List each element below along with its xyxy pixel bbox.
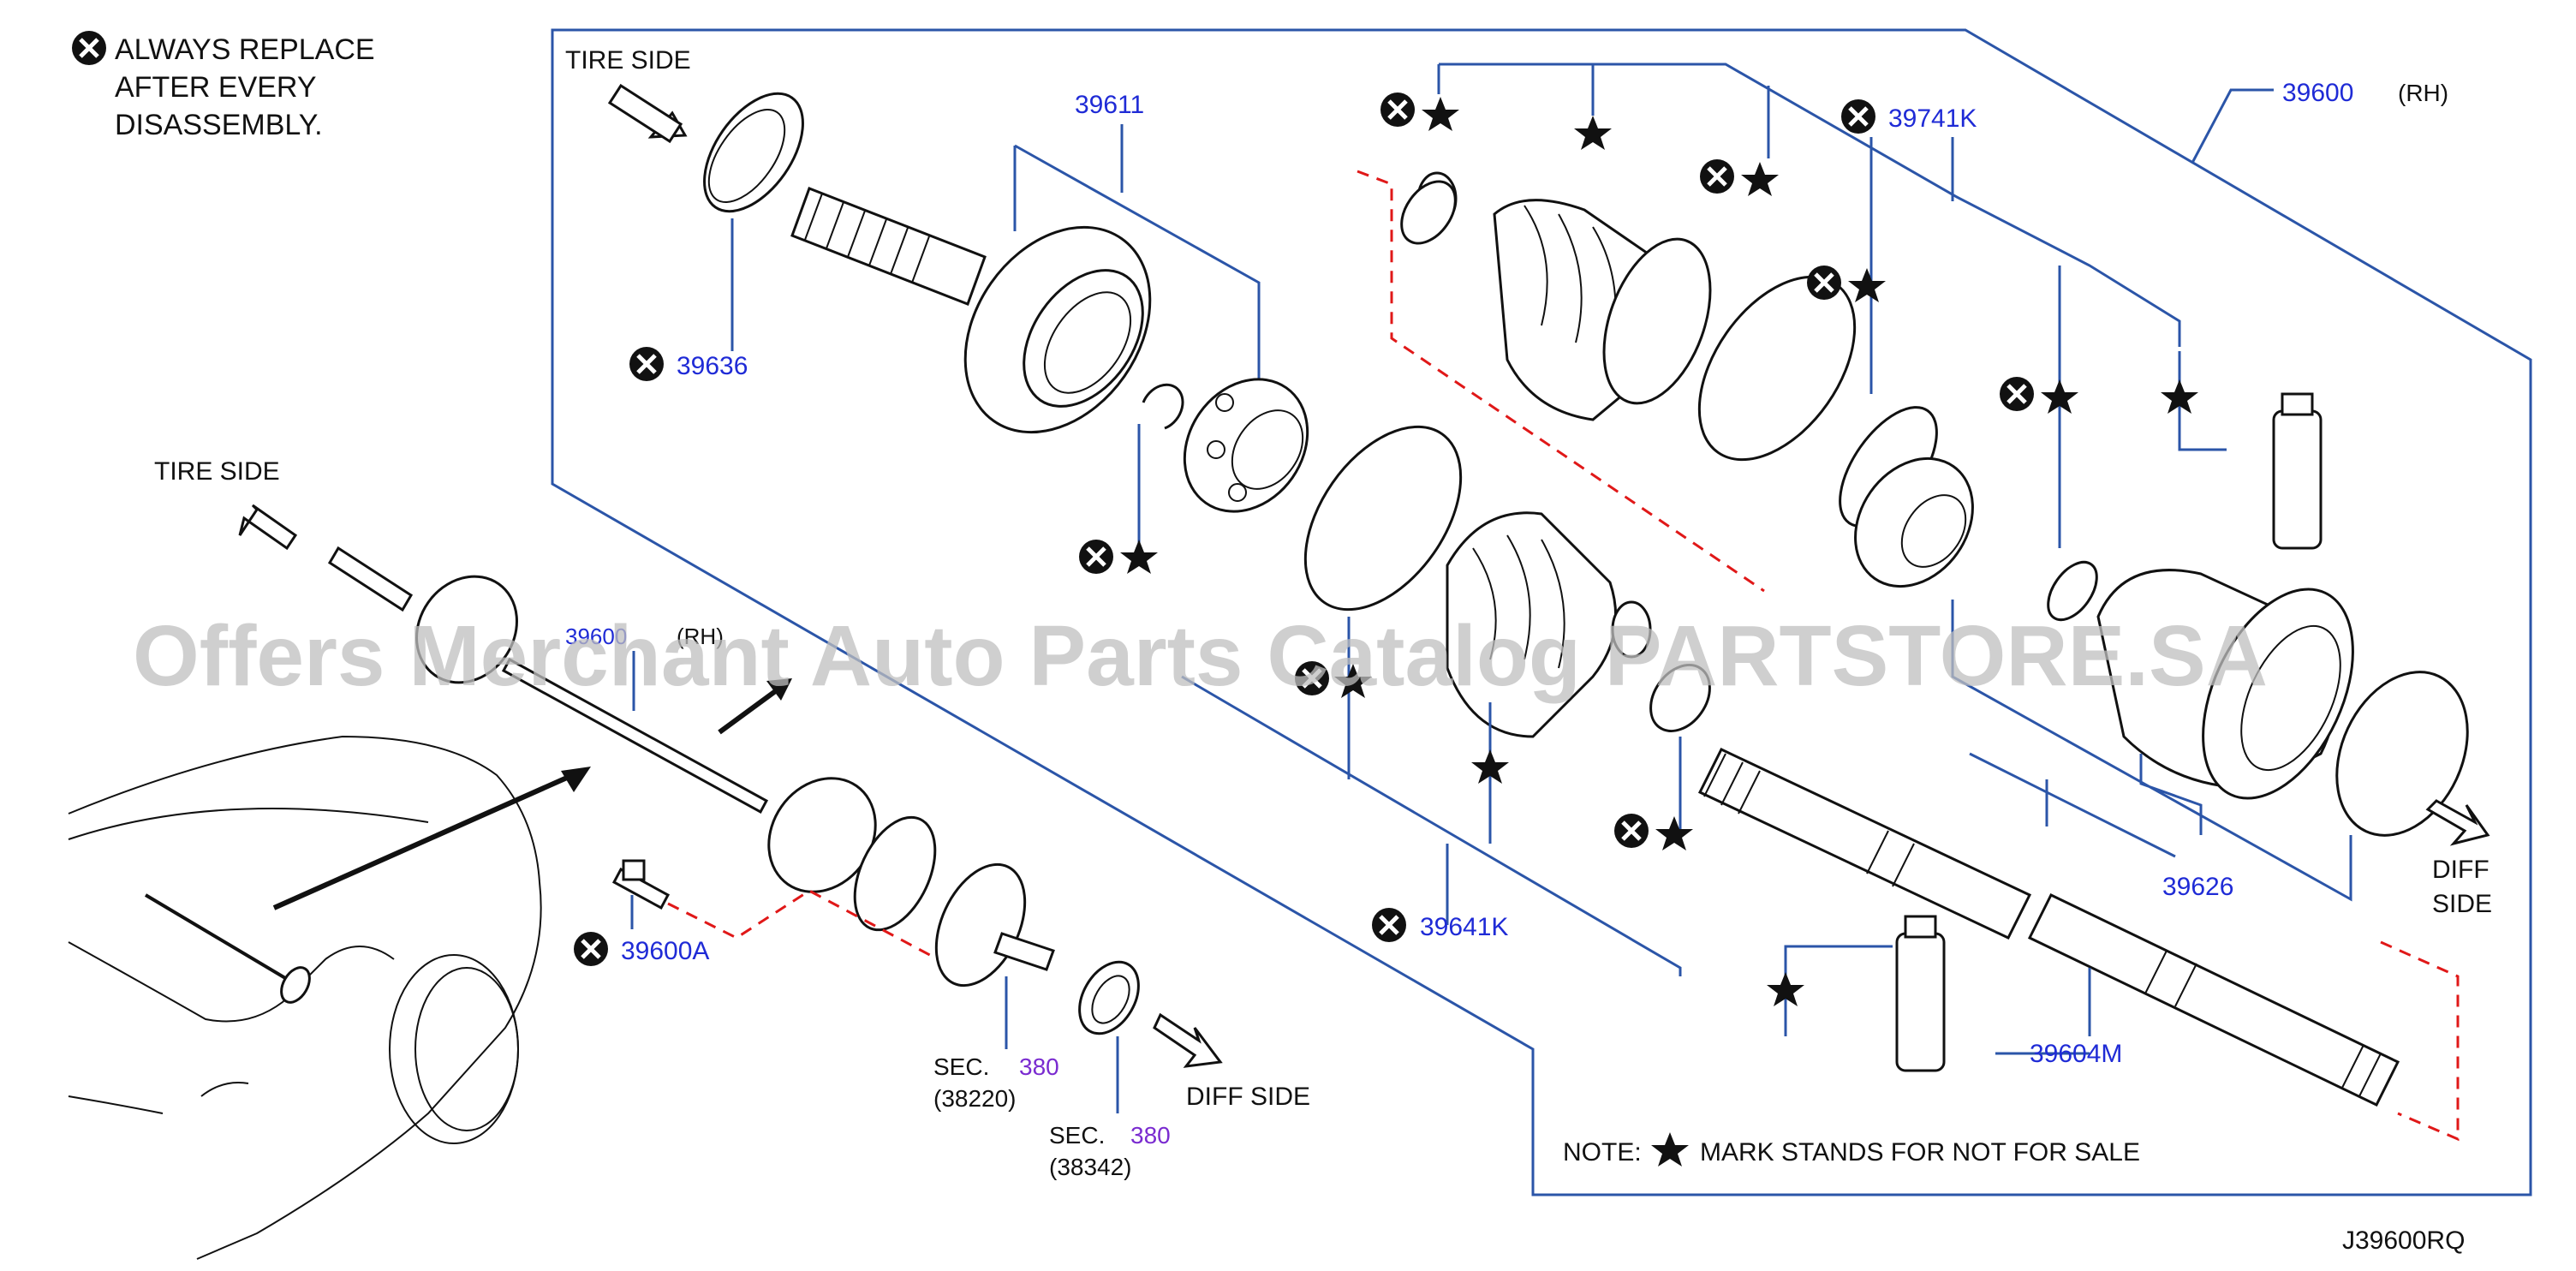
snap-ring-small (1142, 383, 1184, 430)
direction-arrow-icon (718, 683, 785, 735)
star-icon (2161, 379, 2198, 414)
small-band-upper (1400, 180, 1457, 245)
part-number-39600a: 39600A (621, 937, 709, 965)
exploded-view-frame (551, 28, 2532, 1196)
tire-side-arrow-left-icon (238, 504, 298, 551)
note-label: NOTE: (1563, 1138, 1642, 1167)
legend-line-2: AFTER EVERY (115, 71, 317, 104)
vehicle-outline (68, 735, 542, 1260)
snap-ring-inner (2047, 560, 2098, 622)
companion-flange (934, 862, 1055, 988)
boot-band-large (1303, 425, 1463, 612)
assembled-drive-shaft (327, 546, 937, 932)
part-number-39600-small: 39600 (565, 624, 627, 649)
star-icon (1848, 268, 1886, 302)
section-1-ref: (38220) (933, 1085, 1017, 1112)
boot-upper (1416, 171, 1712, 421)
callout-replace-star-8 (1807, 266, 1886, 302)
star-icon (1120, 540, 1158, 574)
callout-replace-star-5 (1380, 92, 1459, 131)
callout-replace-star-1 (1079, 540, 1158, 574)
callout-replace-star-9 (2000, 377, 2078, 414)
part-number-39604m: 39604M (2030, 1040, 2122, 1068)
part-number-39741k: 39741K (1888, 104, 1977, 133)
part-39636-callout: 39636 (629, 347, 748, 381)
boot-band-small (1649, 664, 1711, 732)
ring-39636 (703, 92, 804, 213)
part-number-39636: 39636 (677, 352, 748, 380)
part-39741k-callout: 39741K (1841, 99, 1977, 134)
note-text: MARK STANDS FOR NOT FOR SALE (1700, 1138, 2140, 1167)
boot-lower (1446, 511, 1652, 738)
legend-line-3: DISASSEMBLY. (115, 109, 323, 141)
watermark-text: Offers Merchant Auto Parts Catalog PARTS… (133, 608, 2268, 704)
grease-tube-upper (2272, 392, 2323, 550)
part-number-39641k: 39641K (1420, 913, 1508, 941)
alignment-guide-bolt (667, 889, 939, 961)
part-39600-side: (RH) (2398, 80, 2448, 106)
tire-side-label-top: TIRE SIDE (565, 46, 691, 75)
star-icon (1471, 749, 1509, 784)
inner-housing-39626 (2096, 569, 2354, 800)
section-2-number: 380 (1130, 1122, 1171, 1149)
callout-replace-star-7 (1700, 159, 1779, 196)
alignment-guide-upper (1357, 170, 1765, 593)
outer-cv-joint-39611 (790, 187, 1152, 434)
star-icon (1655, 816, 1693, 850)
star-icon (1574, 116, 1612, 150)
star-icon (2041, 379, 2078, 414)
part-number-39600: 39600 (2282, 79, 2353, 107)
diff-side-label-right-1: DIFF (2432, 856, 2490, 884)
part-39641k-callout: 39641K (1372, 908, 1508, 942)
diff-side-label-bottom: DIFF SIDE (1186, 1083, 1310, 1111)
legend: ALWAYS REPLACE AFTER EVERY DISASSEMBLY. (72, 31, 375, 141)
shaft-upper-segment (1697, 748, 2032, 940)
vehicle-direction-arrow-icon (272, 768, 584, 910)
diff-side-arrow-bottom-icon (1153, 1012, 1223, 1068)
diagram-code: J39600RQ (2342, 1226, 2465, 1255)
part-39600-small-side: (RH) (677, 624, 724, 649)
part-39600a-callout: 39600A (574, 932, 709, 966)
inner-joint-bearing (1854, 456, 1974, 588)
part-number-39611: 39611 (1075, 91, 1144, 119)
bearing-cage (1183, 378, 1309, 513)
section-1-number: 380 (1019, 1053, 1059, 1080)
callout-replace-star-4 (1614, 814, 1693, 850)
diff-side-arrow-right-icon (2425, 799, 2490, 846)
callout-replace-star-3 (1295, 661, 1372, 698)
callout-star-10 (2161, 379, 2198, 414)
star-icon (1422, 97, 1459, 131)
part-number-39626: 39626 (2162, 873, 2233, 901)
star-icon (1767, 972, 1804, 1006)
callout-star-6 (1574, 116, 1612, 150)
legend-line-1: ALWAYS REPLACE (115, 33, 375, 66)
star-icon (1334, 664, 1372, 698)
section-1-prefix: SEC. (933, 1053, 989, 1080)
tire-side-arrow-top-icon (607, 83, 688, 144)
tire-side-label-left: TIRE SIDE (154, 457, 280, 486)
section-2-prefix: SEC. (1049, 1122, 1105, 1149)
oil-seal (1078, 960, 1140, 1035)
grease-tube-lower (1895, 915, 1946, 1072)
shaft-39604m (2027, 893, 2400, 1107)
callout-star-11 (1767, 972, 1804, 1006)
bolt-39600a (611, 859, 671, 910)
section-2-ref: (38342) (1049, 1154, 1132, 1180)
star-icon (1741, 162, 1779, 196)
callout-star-2 (1471, 749, 1509, 784)
star-icon (1651, 1132, 1689, 1167)
dust-cover (2335, 671, 2469, 837)
diff-side-label-right-2: SIDE (2432, 890, 2492, 918)
alignment-guide-lower (2380, 940, 2460, 1142)
